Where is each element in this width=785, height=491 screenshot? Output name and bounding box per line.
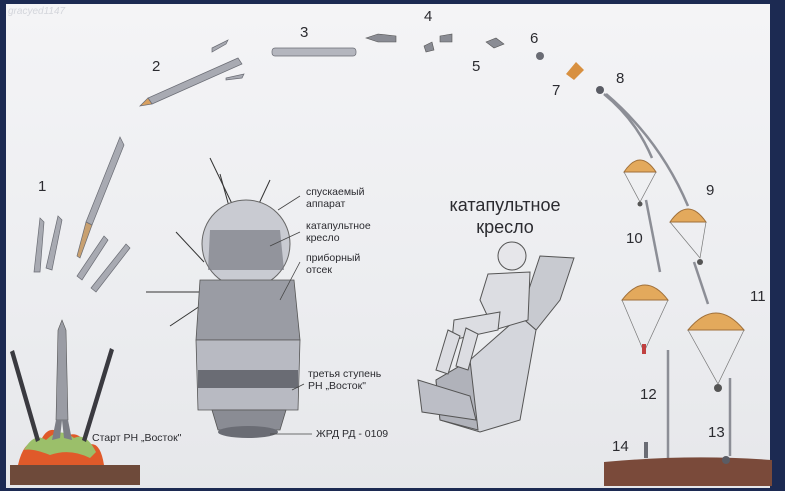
engine-label: ЖРД РД - 0109 xyxy=(316,428,389,440)
ejection-seat-title: катапультное кресло xyxy=(449,195,561,237)
watermark: gracyed1147 xyxy=(8,6,66,17)
step-5-label: 5 xyxy=(472,58,481,75)
step-8-label: 8 xyxy=(616,70,625,87)
step-14-label: 14 xyxy=(612,438,629,455)
step-6-label: 6 xyxy=(530,30,539,47)
step-4-label: 4 xyxy=(424,8,433,25)
parachute-9 xyxy=(623,159,657,207)
ejection-seat-callout-label: катапультное кресло xyxy=(306,220,371,244)
step-11-label: 11 xyxy=(750,288,766,305)
descent-module-label: спускаемый аппарат xyxy=(306,186,365,210)
ejection-seat-figure xyxy=(417,241,575,433)
stage-2-rocket xyxy=(138,39,245,107)
capsule-6 xyxy=(536,52,544,60)
landing-ground xyxy=(604,442,772,486)
step-7-label: 7 xyxy=(552,82,561,99)
parachute-12 xyxy=(686,312,746,392)
step-13-label: 13 xyxy=(708,424,725,441)
step-2-label: 2 xyxy=(152,58,161,75)
parachute-11 xyxy=(620,284,670,354)
callout-lines xyxy=(269,195,312,435)
capsule-7-reentry xyxy=(566,62,584,80)
step-12-label: 12 xyxy=(640,386,657,403)
parachute-10 xyxy=(669,208,707,265)
step-1-label: 1 xyxy=(38,178,47,195)
instrument-module-label: приборный отсек xyxy=(306,252,361,276)
launch-label: Старт РН „Восток" xyxy=(92,432,182,444)
capsule-8 xyxy=(596,86,604,94)
stage-3-rocket xyxy=(271,47,357,57)
stage-1-separation xyxy=(33,136,131,293)
fairing-separation xyxy=(365,33,505,53)
step-10-label: 10 xyxy=(626,230,643,247)
diagram-board xyxy=(6,4,770,488)
step-3-label: 3 xyxy=(300,24,309,41)
descent-trajectories xyxy=(603,93,732,460)
launch-pad xyxy=(10,319,140,485)
step-9-label: 9 xyxy=(706,182,715,199)
third-stage-label: третья ступень РН „Восток" xyxy=(308,368,382,392)
vostok-spacecraft xyxy=(146,157,301,438)
